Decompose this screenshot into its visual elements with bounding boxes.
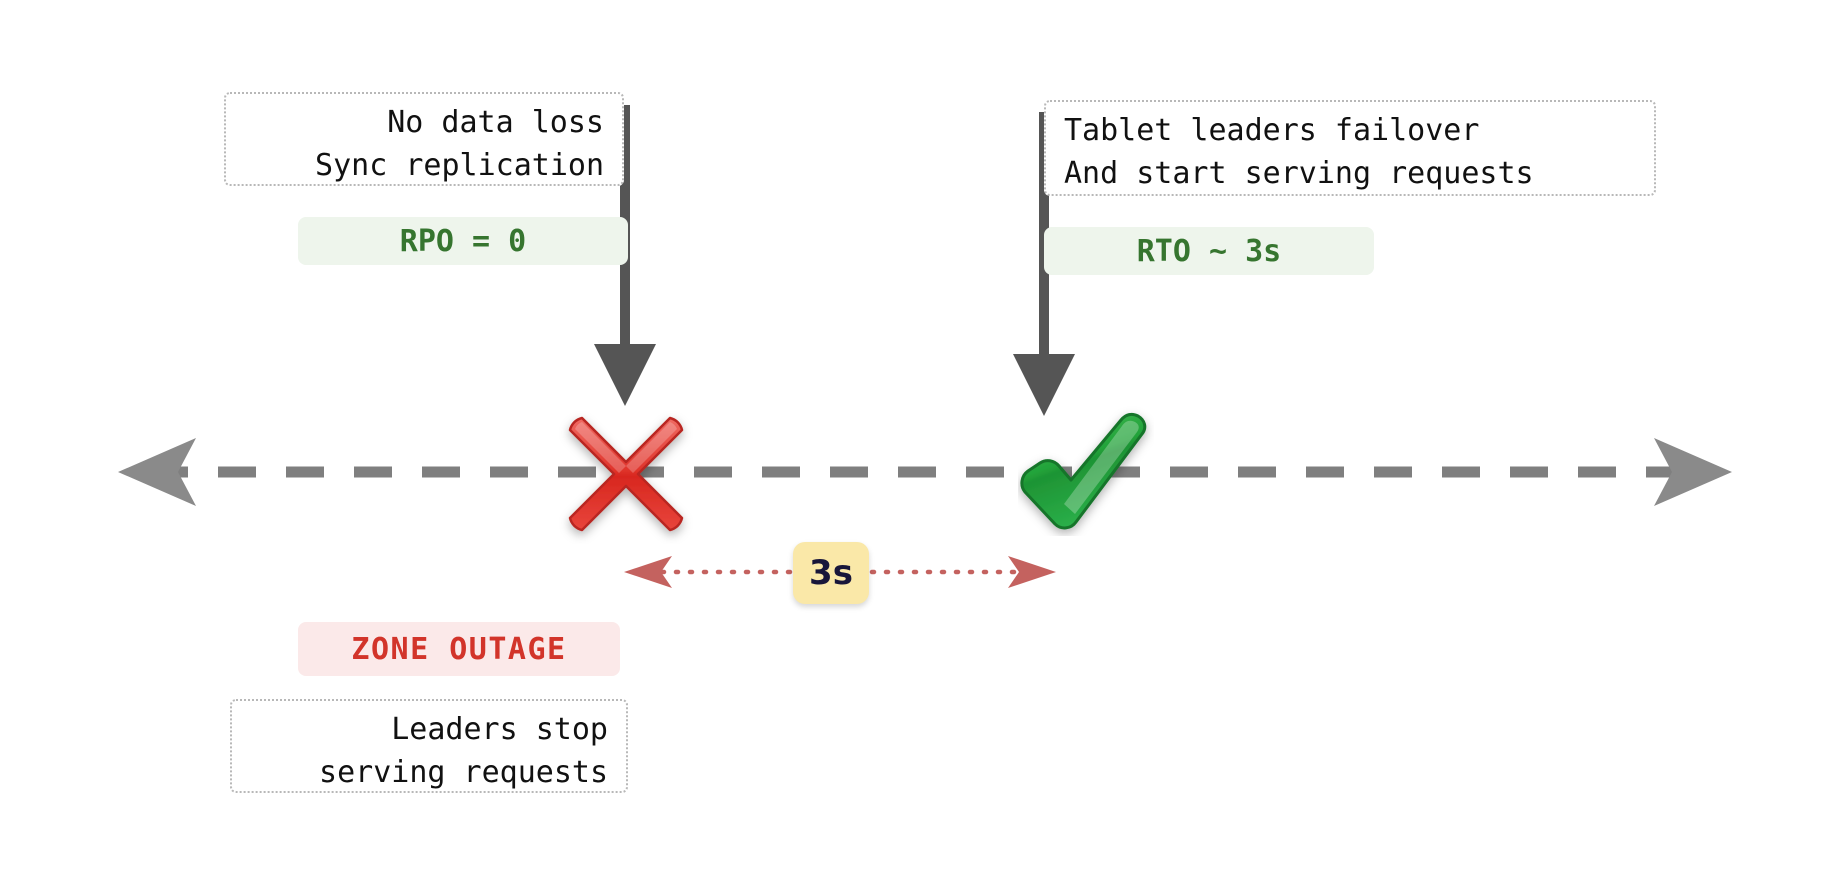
- timeline-right-arrowhead: [1654, 438, 1732, 506]
- duration-chip-3s: 3s: [793, 542, 869, 604]
- measurement-right-arrowhead: [1008, 556, 1056, 588]
- status-badge-zone-outage: ZONE OUTAGE: [298, 622, 620, 676]
- note-leaders-stop-serving: Leaders stop serving requests: [230, 699, 628, 793]
- red-cross-mark-icon: [556, 404, 696, 544]
- green-check-mark-icon: [1018, 406, 1154, 536]
- metric-badge-rto: RTO ~ 3s: [1044, 227, 1374, 275]
- measurement-left-arrowhead: [624, 556, 672, 588]
- note-no-data-loss: No data loss Sync replication: [224, 92, 624, 186]
- metric-badge-rpo: RPO = 0: [298, 217, 628, 265]
- timeline-left-arrowhead: [118, 438, 196, 506]
- note-tablet-leaders-failover: Tablet leaders failover And start servin…: [1044, 100, 1656, 196]
